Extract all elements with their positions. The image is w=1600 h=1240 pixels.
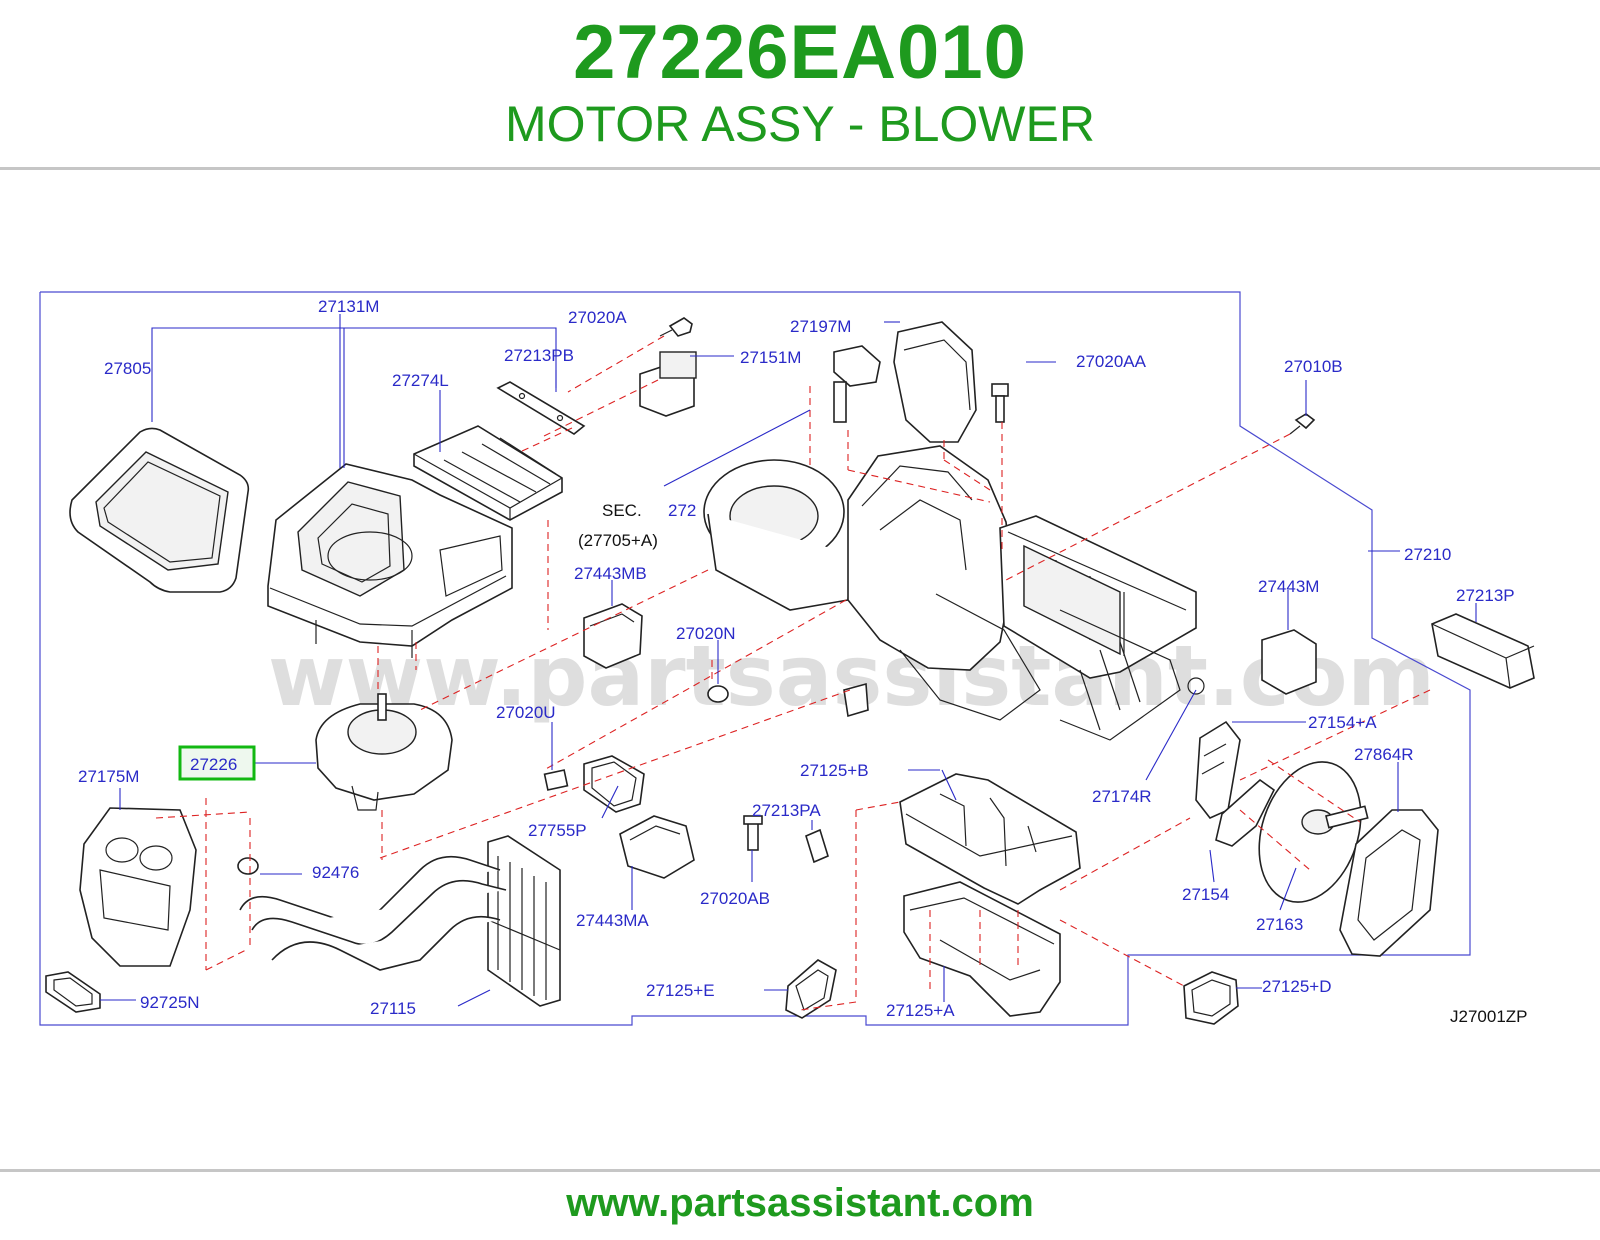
exploded-parts-diagram: www.partsassistant.com — [39, 291, 1535, 1026]
callout-27443MA[interactable]: 27443MA — [576, 911, 649, 930]
callout-27213P[interactable]: 27213P — [1456, 586, 1515, 605]
footer-website-link[interactable]: www.partsassistant.com — [566, 1181, 1034, 1225]
callout-27125B[interactable]: 27125+B — [800, 761, 869, 780]
duct-27125A — [903, 881, 1061, 1017]
resistor-27151M — [639, 351, 697, 417]
heater-core-27115 — [239, 835, 561, 1007]
blower-motor-27226 — [315, 693, 453, 811]
callout-27226[interactable]: 27226 — [190, 755, 237, 774]
pad-27020U — [543, 769, 569, 791]
callout-27154[interactable]: 27154 — [1182, 885, 1229, 904]
door-27163 — [1258, 761, 1369, 903]
screw-27010B — [1289, 413, 1316, 435]
figure-code: J27001ZP — [1450, 1007, 1528, 1026]
sec-label: SEC. — [602, 501, 642, 520]
sensor-27197M — [833, 345, 881, 423]
flap-27125D — [1183, 971, 1239, 1025]
callout-27443MB[interactable]: 27443MB — [574, 564, 647, 583]
callout-27020U[interactable]: 27020U — [496, 703, 556, 722]
assembly-frame — [39, 291, 1471, 1026]
callout-27175M[interactable]: 27175M — [78, 767, 139, 786]
cover-27175M — [79, 807, 197, 967]
callout-27443M[interactable]: 27443M — [1258, 577, 1319, 596]
callout-27010B[interactable]: 27010B — [1284, 357, 1343, 376]
part-number-title: 27226EA010 — [573, 10, 1027, 95]
duct-27125B — [899, 773, 1081, 905]
callout-27125A[interactable]: 27125+A — [886, 1001, 955, 1020]
callout-27151M[interactable]: 27151M — [740, 348, 801, 367]
actuator-27443MB — [583, 603, 643, 669]
sec-reference: (27705+A) — [578, 531, 658, 550]
callout-27115[interactable]: 27115 — [370, 999, 416, 1018]
screw-27020A — [659, 317, 693, 337]
callout-27020AA[interactable]: 27020AA — [1076, 352, 1147, 371]
link-27154 — [1215, 778, 1276, 847]
callout-27210[interactable]: 27210 — [1404, 545, 1451, 564]
cover-27864R — [1339, 809, 1439, 957]
bracket-27213PB — [496, 381, 586, 435]
callout-27020AB[interactable]: 27020AB — [700, 889, 770, 908]
callout-27805[interactable]: 27805 — [104, 359, 151, 378]
filter-frame-27805 — [69, 427, 250, 593]
footer-divider — [0, 1169, 1600, 1172]
actuator-27443M — [1261, 629, 1317, 695]
highlighted-part-box[interactable] — [178, 745, 256, 781]
callout-27197M[interactable]: 27197M — [790, 317, 851, 336]
callout-27213PB[interactable]: 27213PB — [504, 346, 574, 365]
callout-27125D[interactable]: 27125+D — [1262, 977, 1331, 996]
grommet-92725N — [45, 971, 101, 1013]
actuator-27443MA — [619, 815, 695, 879]
callout-27131M[interactable]: 27131M — [318, 297, 379, 316]
washer-92476 — [237, 857, 259, 875]
header-divider — [0, 167, 1600, 170]
callout-leader-lines — [100, 314, 1477, 1007]
nut-27020N — [707, 685, 729, 703]
callout-27174R[interactable]: 27174R — [1092, 787, 1152, 806]
callout-27163[interactable]: 27163 — [1256, 915, 1303, 934]
callout-27864R[interactable]: 27864R — [1354, 745, 1414, 764]
control-unit — [893, 321, 977, 443]
heater-unit-case — [703, 445, 1205, 741]
callout-labels: 27131M 27805 27274L 27020A 27213PB 27151… — [78, 297, 1528, 1026]
cabin-filter-27274L — [413, 425, 563, 521]
assembly-dashed-lines — [155, 335, 1431, 1011]
bolt-27020AA — [991, 383, 1009, 423]
callout-27213PA[interactable]: 27213PA — [752, 801, 821, 820]
callout-27020N[interactable]: 27020N — [676, 624, 736, 643]
callout-27125E[interactable]: 27125+E — [646, 981, 715, 1000]
callout-27755P[interactable]: 27755P — [528, 821, 587, 840]
callout-92476[interactable]: 92476 — [312, 863, 359, 882]
part-description: MOTOR ASSY - BLOWER — [505, 96, 1095, 152]
callout-27020A[interactable]: 27020A — [568, 308, 627, 327]
duct-27213P — [1431, 613, 1535, 689]
callout-27274L[interactable]: 27274L — [392, 371, 449, 390]
bolt-27020AB — [743, 815, 763, 851]
callout-27154A[interactable]: 27154+A — [1308, 713, 1377, 732]
seal-27755P — [583, 755, 645, 813]
bushing-27213PA — [805, 828, 829, 864]
page-header: 27226EA010 MOTOR ASSY - BLOWER — [0, 0, 1600, 170]
sec-number-link[interactable]: 272 — [668, 501, 696, 520]
callout-92725N[interactable]: 92725N — [140, 993, 200, 1012]
intake-housing-27131M — [267, 463, 513, 658]
flap-27125E — [785, 959, 837, 1019]
